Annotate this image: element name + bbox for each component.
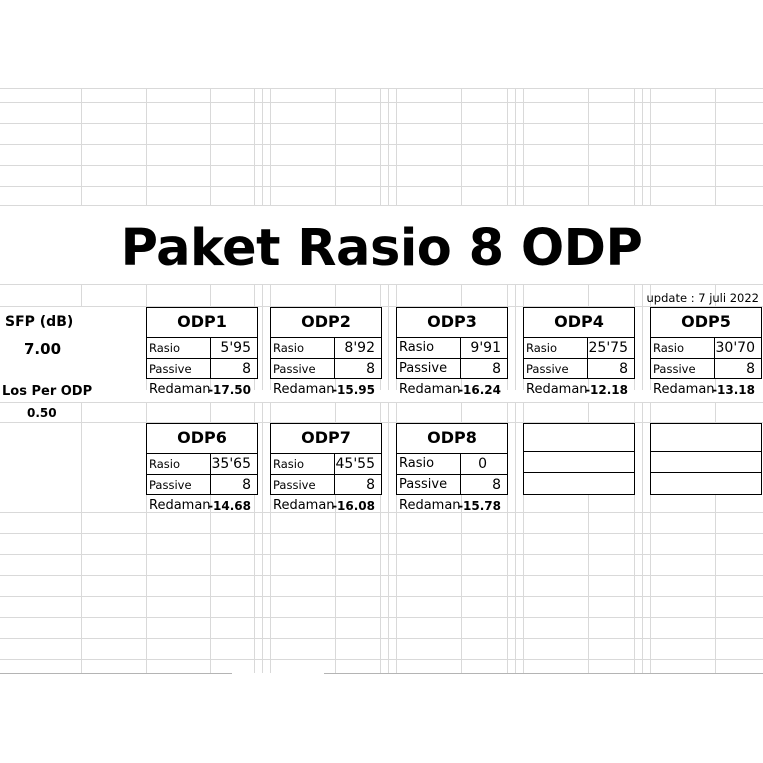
loss-per-odp-value: 0.50 bbox=[27, 406, 57, 420]
passive-value: 8 bbox=[366, 361, 375, 377]
odp-name: ODP6 bbox=[177, 428, 227, 447]
passive-value: 8 bbox=[746, 361, 755, 377]
passive-label: Passive bbox=[273, 478, 316, 492]
redaman-value: -16.08 bbox=[332, 499, 375, 513]
rasio-label: Rasio bbox=[399, 340, 435, 355]
passive-value: 8 bbox=[242, 361, 251, 377]
redaman-value: -15.78 bbox=[458, 499, 501, 513]
redaman-label: Redaman bbox=[149, 382, 211, 397]
redaman-value: -15.95 bbox=[332, 383, 375, 397]
redaman-value: -12.18 bbox=[585, 383, 628, 397]
redaman-label: Redaman bbox=[399, 498, 461, 513]
loss-per-odp-label: Los Per ODP bbox=[2, 384, 93, 399]
spreadsheet-grid bbox=[0, 88, 763, 674]
passive-value: 8 bbox=[242, 477, 251, 493]
passive-value: 8 bbox=[366, 477, 375, 493]
passive-value: 8 bbox=[619, 361, 628, 377]
redaman-label: Redaman bbox=[399, 382, 461, 397]
rasio-label: Rasio bbox=[526, 341, 558, 355]
passive-value: 8 bbox=[492, 361, 501, 377]
redaman-value: -14.68 bbox=[208, 499, 251, 513]
rasio-value: 0 bbox=[478, 456, 487, 472]
odp-name: ODP4 bbox=[554, 312, 604, 331]
redaman-value: -16.24 bbox=[458, 383, 501, 397]
passive-label: Passive bbox=[526, 362, 569, 376]
rasio-value: 5'95 bbox=[220, 340, 251, 356]
sfp-value: 7.00 bbox=[24, 340, 62, 358]
rasio-value: 9'91 bbox=[470, 340, 501, 356]
passive-label: Passive bbox=[273, 362, 316, 376]
redaman-label: Redaman bbox=[273, 382, 335, 397]
page-title: Paket Rasio 8 ODP bbox=[120, 219, 643, 278]
redaman-value: -13.18 bbox=[712, 383, 755, 397]
sheet-bottom-border bbox=[0, 673, 763, 674]
rasio-label: Rasio bbox=[149, 457, 181, 471]
rasio-value: 25'75 bbox=[588, 340, 628, 356]
redaman-value: -17.50 bbox=[208, 383, 251, 397]
redaman-label: Redaman bbox=[526, 382, 588, 397]
rasio-label: Rasio bbox=[149, 341, 181, 355]
rasio-label: Rasio bbox=[653, 341, 685, 355]
passive-label: Passive bbox=[149, 362, 192, 376]
passive-label: Passive bbox=[653, 362, 696, 376]
odp-name: ODP1 bbox=[177, 312, 227, 331]
rasio-value: 8'92 bbox=[344, 340, 375, 356]
passive-label: Passive bbox=[149, 478, 192, 492]
update-date: update : 7 juli 2022 bbox=[646, 291, 759, 305]
odp-name: ODP5 bbox=[681, 312, 731, 331]
redaman-label: Redaman bbox=[149, 498, 211, 513]
rasio-label: Rasio bbox=[273, 457, 305, 471]
passive-label: Passive bbox=[399, 477, 448, 492]
rasio-value: 30'70 bbox=[715, 340, 755, 356]
rasio-value: 45'55 bbox=[335, 456, 375, 472]
passive-value: 8 bbox=[492, 477, 501, 493]
rasio-label: Rasio bbox=[273, 341, 305, 355]
odp-name: ODP2 bbox=[301, 312, 351, 331]
odp-name: ODP3 bbox=[427, 312, 477, 331]
odp-name: ODP8 bbox=[427, 428, 477, 447]
rasio-label: Rasio bbox=[399, 456, 435, 471]
rasio-value: 35'65 bbox=[211, 456, 251, 472]
redaman-label: Redaman bbox=[273, 498, 335, 513]
sfp-label: SFP (dB) bbox=[5, 314, 74, 330]
redaman-label: Redaman bbox=[653, 382, 715, 397]
passive-label: Passive bbox=[399, 361, 448, 376]
odp-name: ODP7 bbox=[301, 428, 351, 447]
